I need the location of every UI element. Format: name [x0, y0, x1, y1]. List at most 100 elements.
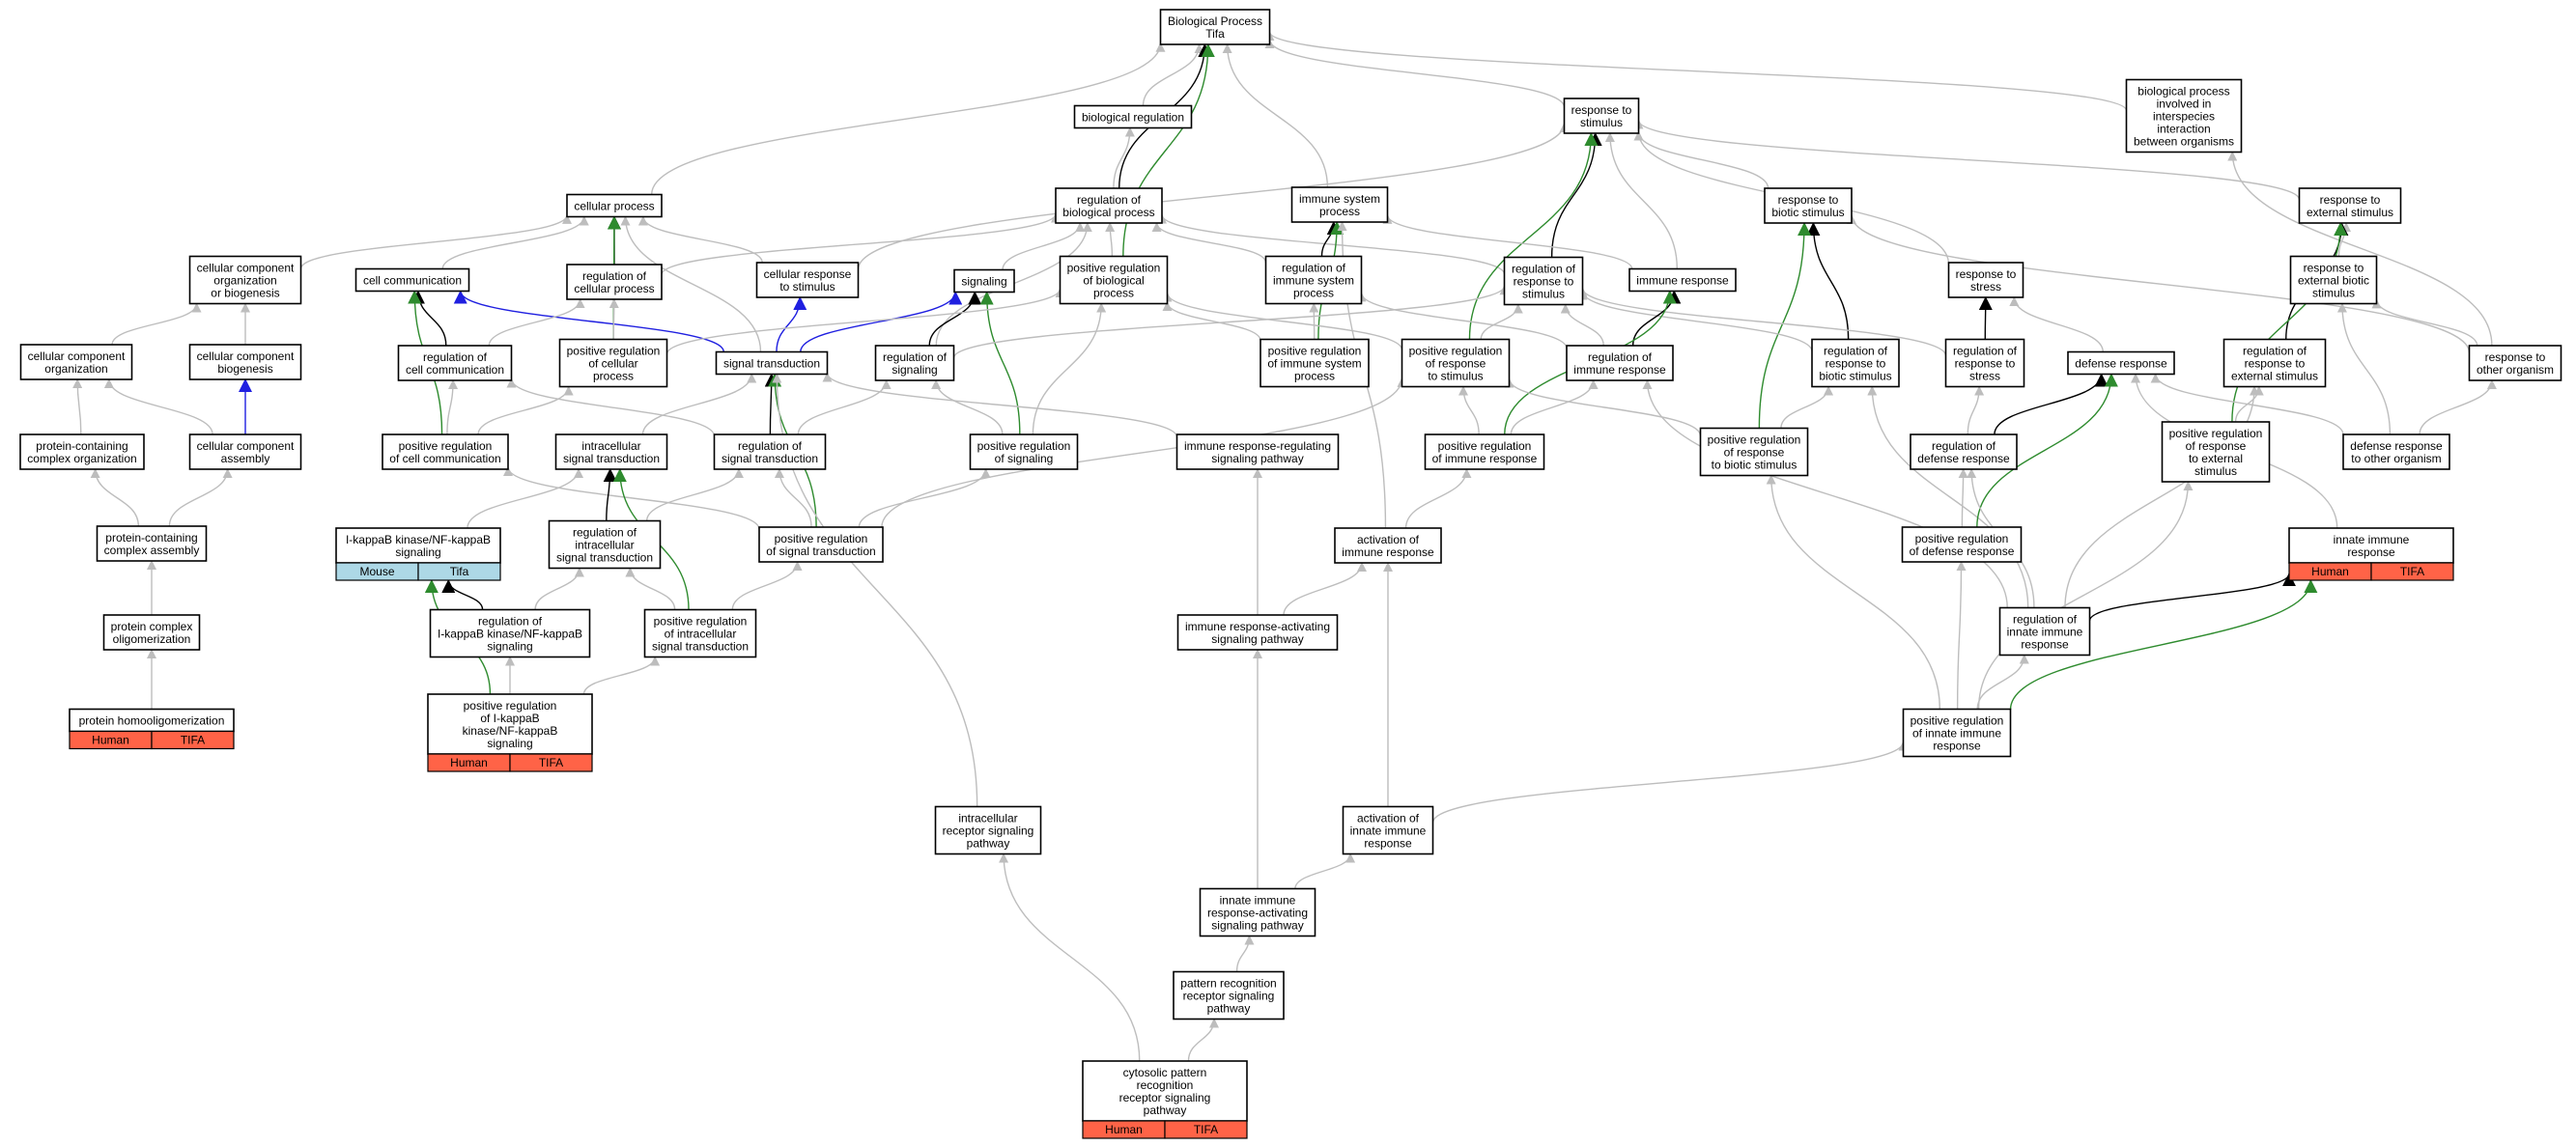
- go-term-node[interactable]: cell communication: [354, 267, 470, 293]
- edge-line: [797, 379, 892, 435]
- edge-line: [453, 290, 724, 352]
- edge-is-a: [645, 468, 744, 521]
- go-term-node[interactable]: cellular process: [566, 193, 663, 218]
- term-box: [1055, 187, 1163, 224]
- go-term-node[interactable]: biological regulation: [1073, 104, 1193, 129]
- edge-regulates: [1994, 373, 2109, 435]
- edge-is-a: [620, 215, 762, 352]
- go-term-node[interactable]: signaling: [953, 268, 1015, 293]
- go-term-node[interactable]: immune response: [1628, 267, 1737, 293]
- term-label: intracellular: [958, 812, 1017, 825]
- term-label: of immune system: [1267, 357, 1361, 371]
- edge-part-of: [776, 296, 807, 352]
- term-label: positive regulation: [1708, 433, 1801, 447]
- term-label: of I-kappaB: [480, 712, 539, 725]
- edge-is-a: [1577, 290, 1813, 352]
- go-term-node[interactable]: innate immuneresponse-activatingsignalin…: [1199, 887, 1316, 937]
- term-label: regulation of: [1512, 263, 1576, 276]
- edge-line: [1235, 935, 1255, 972]
- go-term-node[interactable]: defense response: [2067, 350, 2175, 376]
- edge-is-a: [931, 379, 1004, 435]
- term-box: [96, 525, 208, 562]
- term-label: response: [2347, 545, 2395, 559]
- go-term-node[interactable]: signal transduction: [715, 350, 829, 376]
- term-box: [2161, 421, 2271, 483]
- term-label: response to: [1955, 357, 2016, 371]
- edge-is-a: [1294, 853, 1356, 889]
- go-term-node[interactable]: regulation ofI-kappaB kinase/NF-kappaBsi…: [429, 608, 591, 658]
- term-label: regulation of: [1953, 345, 2018, 358]
- term-label: complex organization: [27, 452, 136, 465]
- edge-is-a: [1958, 468, 1968, 528]
- term-label: signaling pathway: [1211, 919, 1303, 933]
- edge-line: [168, 468, 233, 527]
- edge-line: [2009, 579, 2318, 711]
- term-label: cellular component: [197, 349, 295, 363]
- edge-is-a: [1151, 222, 1267, 264]
- term-label: immune response-regulating: [1184, 439, 1331, 453]
- term-box: [1944, 338, 2025, 388]
- term-label: regulation of: [738, 439, 803, 453]
- edge-is-a: [1977, 481, 2194, 710]
- term-label: stress: [1969, 370, 2000, 383]
- term-label: pathway: [1144, 1104, 1187, 1117]
